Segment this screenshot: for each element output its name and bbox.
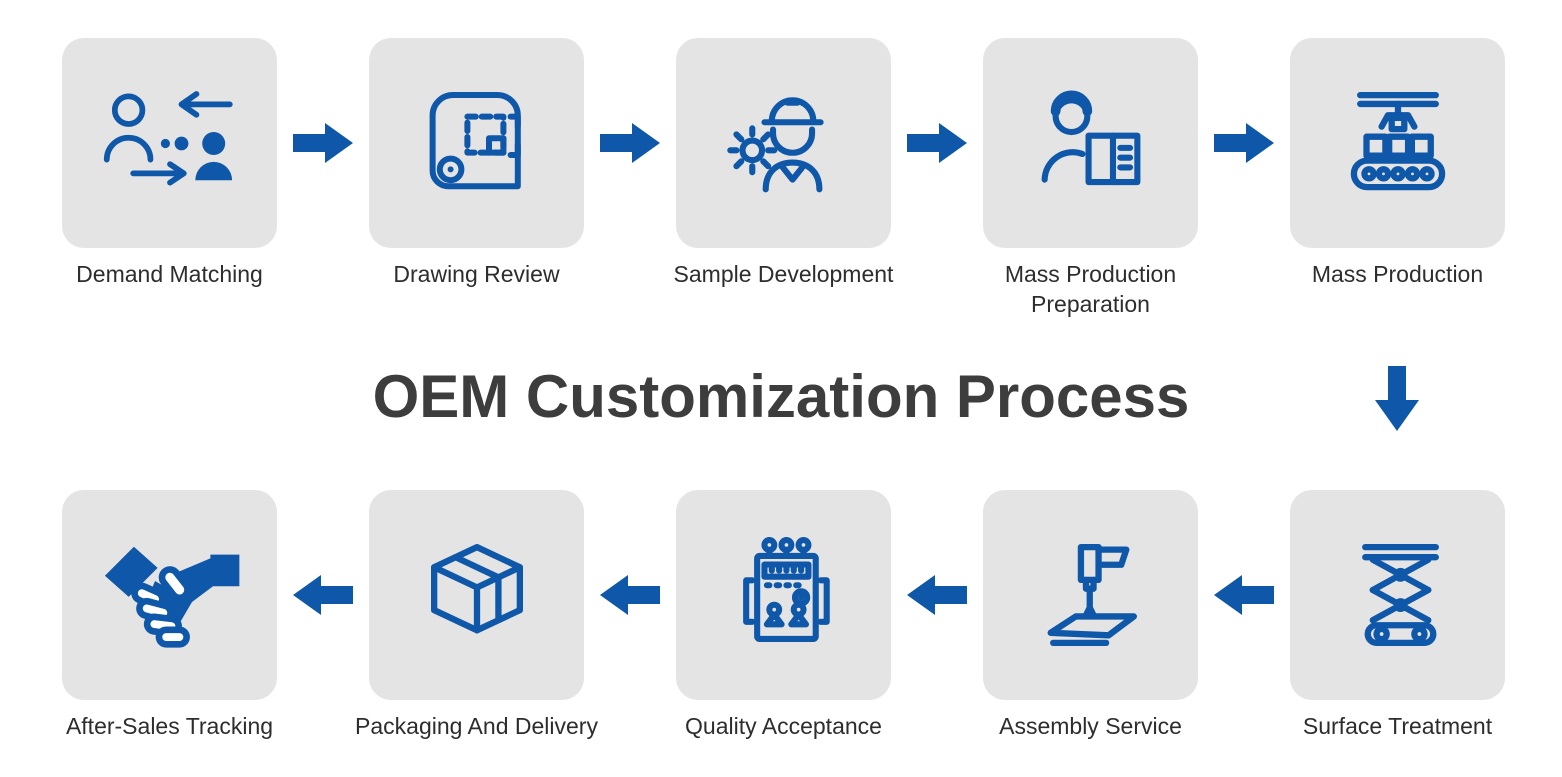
assembly-service-icon [1047,543,1137,647]
flow-arrow-left [584,573,676,617]
step-label: Drawing Review [393,261,560,287]
top-process-row: Demand Matching Drawing Review [62,38,1505,320]
drawing-review-icon [429,92,521,190]
demand-matching-icon [103,90,233,185]
step-label: Assembly Service [999,713,1182,739]
step-label: Mass Production Preparation [1004,261,1177,317]
step-label: Quality Acceptance [685,713,882,739]
process-step-surface-treatment: Surface Treatment [1290,490,1505,742]
process-step-demand-matching: Demand Matching [62,38,277,290]
process-step-drawing-review: Drawing Review [369,38,584,290]
step-tile [1290,38,1505,248]
sample-development-icon [726,97,824,193]
after-sales-tracking-icon [104,546,240,648]
step-label: Mass Production [1311,261,1484,287]
step-label: Packaging And Delivery [355,713,598,739]
step-label: Sample Development [673,261,894,287]
mass-production-icon [1350,91,1445,191]
surface-treatment-icon [1361,543,1439,647]
bottom-process-row: After-Sales Tracking Packaging And Deliv… [62,490,1505,742]
flow-arrow-right [1198,121,1290,165]
process-step-quality-acceptance: Quality Acceptance [676,490,891,742]
flow-arrow-right [891,121,983,165]
step-tile [676,38,891,248]
step-tile [369,38,584,248]
flow-arrow-down [1374,366,1420,437]
step-tile [1290,490,1505,700]
flow-arrow-left [277,573,369,617]
packaging-and-delivery-icon [430,543,523,634]
step-tile [62,38,277,248]
step-label: Surface Treatment [1302,713,1493,739]
process-step-mass-production-preparation: Mass Production Preparation [983,38,1198,320]
step-tile [676,490,891,700]
flow-arrow-right [584,121,676,165]
step-label: Demand Matching [76,261,263,287]
process-step-sample-development: Sample Development [674,38,893,290]
flow-arrow-left [1198,573,1290,617]
flow-arrow-right [277,121,369,165]
step-tile [983,38,1198,248]
process-step-assembly-service: Assembly Service [983,490,1198,742]
process-step-packaging-and-delivery: Packaging And Delivery [355,490,598,742]
step-tile [369,490,584,700]
step-label: After-Sales Tracking [65,713,274,739]
diagram-title: OEM Customization Process [372,363,1190,430]
step-tile [62,490,277,700]
flow-arrow-left [891,573,983,617]
step-tile [983,490,1198,700]
mass-production-preparation-icon [1041,90,1140,186]
process-step-mass-production: Mass Production [1290,38,1505,290]
process-step-after-sales-tracking: After-Sales Tracking [62,490,277,742]
quality-acceptance-icon [742,537,830,642]
